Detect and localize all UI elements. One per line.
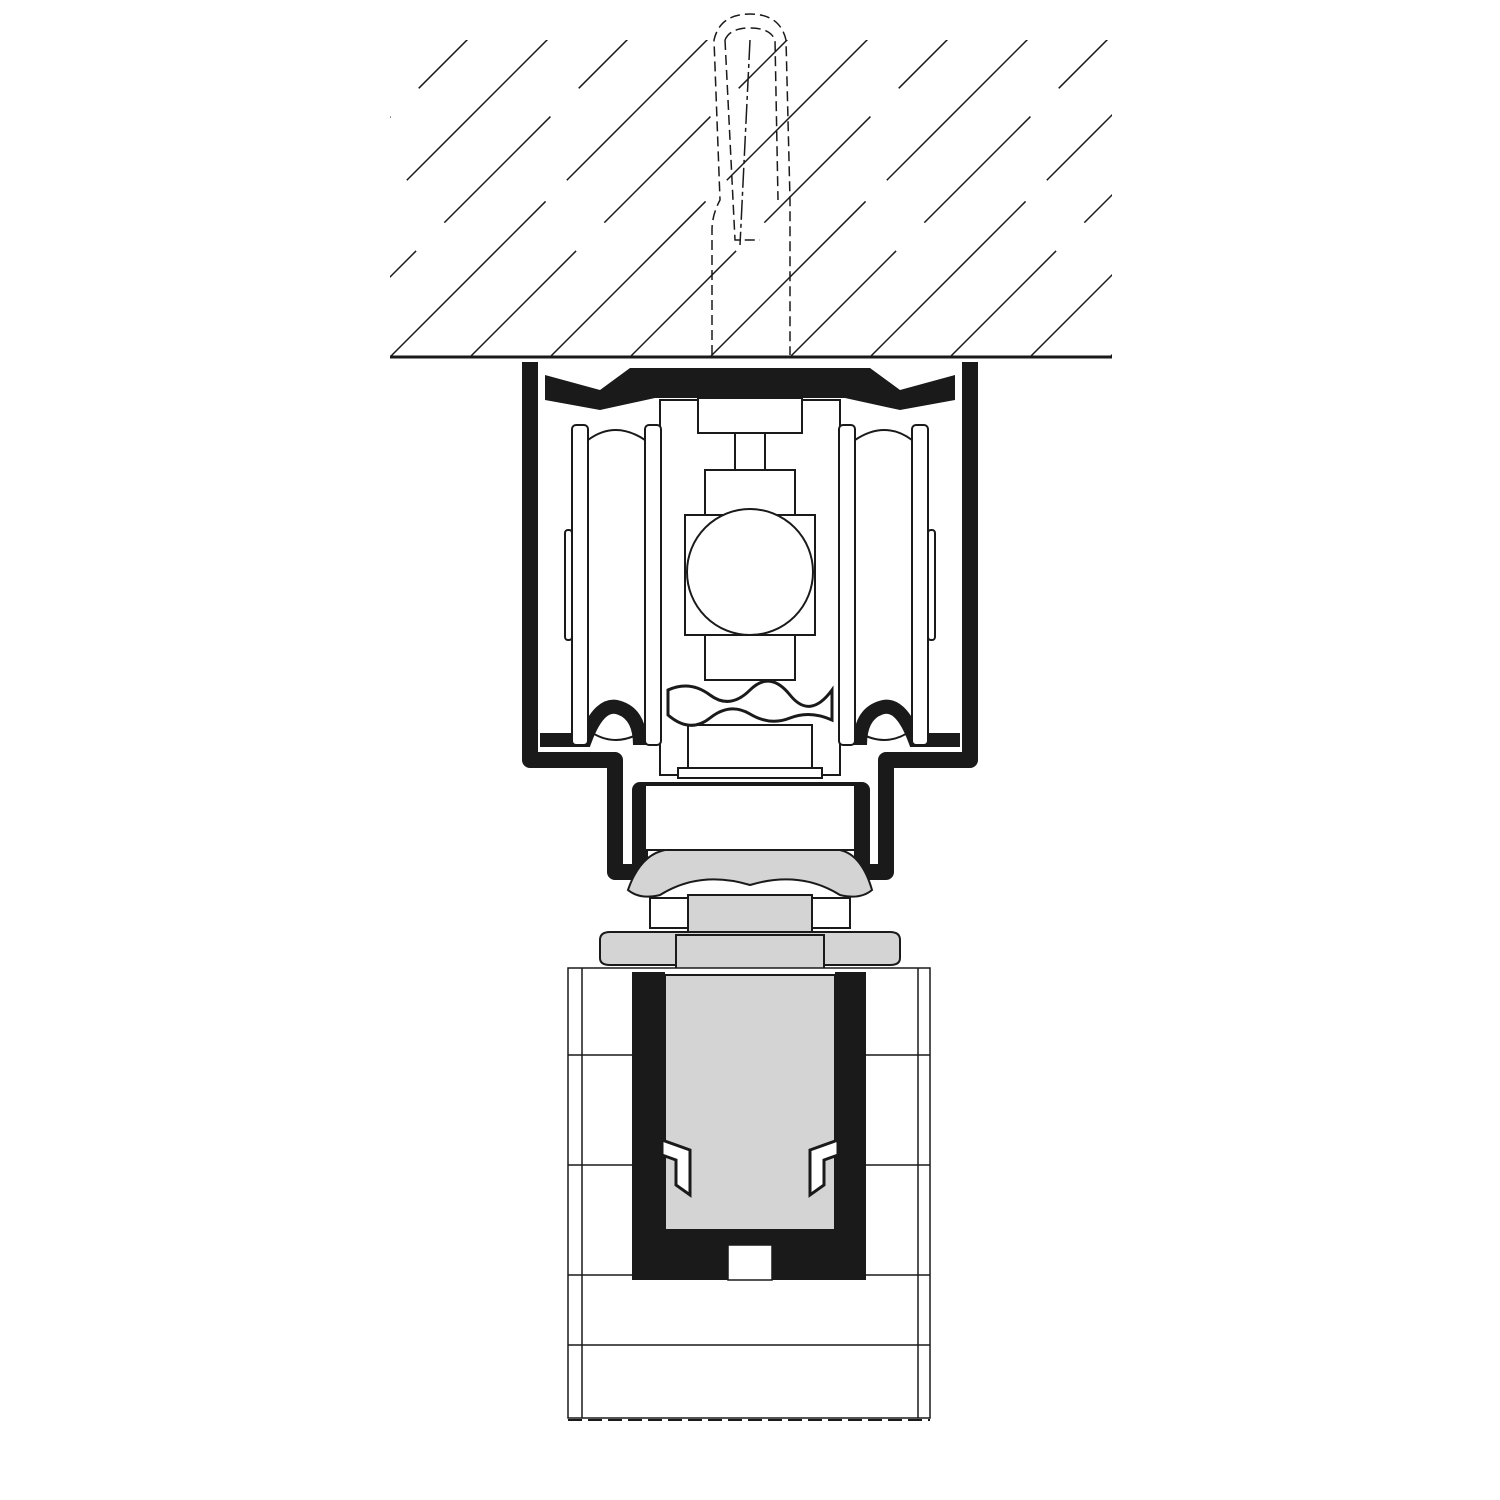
hatch-line [789, 40, 1109, 357]
hanger [599, 784, 901, 976]
channel-gap [727, 1244, 773, 1281]
hatch-line [469, 40, 789, 357]
hatch-line [1430, 37, 1500, 357]
spring-clips [660, 1137, 840, 1198]
hatch-line [869, 113, 1112, 357]
hatch-line [1350, 37, 1500, 357]
hatch-line [549, 40, 869, 357]
hatch-line [1190, 37, 1500, 357]
hatch-line [0, 37, 310, 357]
hatch-line [390, 40, 469, 119]
carriage [659, 397, 841, 779]
hatch-line [1270, 37, 1500, 357]
hanger-insert [664, 974, 836, 1231]
hatch-line [1109, 353, 1112, 357]
ball-bearing [686, 508, 814, 636]
hatch-line [390, 40, 709, 357]
hatch-line [949, 193, 1112, 357]
brush-seal [666, 679, 834, 727]
ceiling-anchor [711, 13, 791, 355]
wheels [564, 424, 936, 746]
hatch-line [390, 40, 549, 199]
hatch-line [70, 37, 390, 357]
track-inner-ribs [540, 699, 960, 747]
hatch-line [709, 40, 1029, 357]
door-channel [632, 972, 866, 1280]
hatch-line [390, 40, 629, 279]
track-top-web [545, 368, 955, 410]
hatch-line [1029, 273, 1112, 357]
ceiling-hatch [0, 37, 1500, 357]
